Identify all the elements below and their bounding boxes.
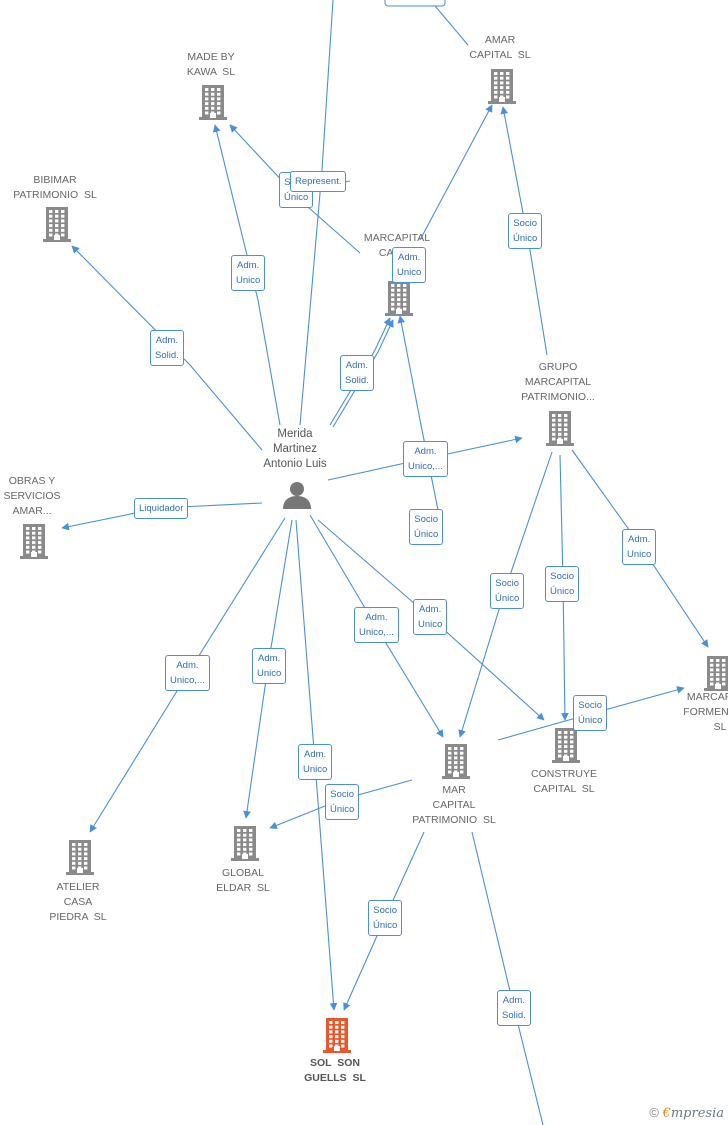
edge-line (429, 0, 469, 46)
edge-line (500, 106, 548, 356)
company-name[interactable]: GRUPO MARCAPITAL PATRIMONIO... (521, 361, 595, 403)
relation-badge[interactable]: Adm. Solid. (340, 355, 374, 391)
building-icon[interactable] (546, 410, 574, 446)
relation-badge[interactable]: Adm. Unico (392, 247, 427, 283)
person-icon[interactable] (282, 480, 312, 510)
relation-badge[interactable]: Adm. Solid. (497, 990, 531, 1026)
company-name[interactable]: SOL SON GUELLS SL (304, 1057, 366, 1084)
relation-badge[interactable]: Adm. Unico (252, 648, 287, 684)
edge-line (329, 317, 391, 426)
edge-line (71, 245, 263, 451)
relation-badge[interactable]: Adm. Unico,... (354, 607, 399, 643)
building-icon[interactable] (552, 727, 580, 763)
edge-line (299, 0, 334, 426)
company-name[interactable]: OBRAS Y SERVICIOS AMAR... (3, 475, 61, 517)
person-name[interactable]: Merida Martinez Antonio Luis (263, 428, 327, 470)
company-name[interactable]: AMAR CAPITAL SL (469, 34, 531, 61)
building-icon[interactable] (66, 839, 94, 875)
brand-rest: mpresia (670, 1106, 724, 1121)
brand-initial: € (662, 1106, 671, 1121)
building-icon[interactable] (488, 68, 516, 104)
building-icon[interactable] (704, 655, 728, 691)
edge-line (212, 124, 281, 426)
company-name[interactable]: MAR CAPITAL PATRIMONIO SL (412, 784, 496, 826)
relation-badge[interactable]: Socio Único (573, 695, 608, 731)
building-icon[interactable] (43, 206, 71, 242)
edge-line (332, 319, 394, 428)
company-name[interactable]: ATELIER CASA PIEDRA SL (49, 881, 107, 923)
building-icon[interactable] (323, 1017, 351, 1053)
relation-badge[interactable]: Adm. Unico (622, 529, 657, 565)
relation-badge[interactable]: Liquidador (134, 498, 189, 519)
edge-line (471, 831, 544, 1125)
relation-badge[interactable]: Adm. Unico (231, 255, 266, 291)
building-icon[interactable] (20, 523, 48, 559)
building-icon[interactable] (199, 84, 227, 120)
edge-line (419, 104, 493, 241)
relation-badge[interactable]: Socio Único (490, 573, 525, 609)
relation-badge[interactable]: Adm. Unico (413, 599, 448, 635)
offscreen-relation-badge (384, 0, 446, 7)
edge-layer (61, 0, 709, 1125)
relation-badge[interactable]: Adm. Unico (298, 744, 333, 780)
relation-badge[interactable]: Socio Único (409, 509, 444, 545)
building-icon[interactable] (231, 825, 259, 861)
relation-badge[interactable]: Socio Único (545, 566, 580, 602)
relation-badge[interactable]: Socio Único (325, 784, 360, 820)
company-name[interactable]: CONSTRUYE CAPITAL SL (531, 768, 597, 795)
relation-badge[interactable]: Adm. Unico,... (403, 441, 448, 477)
relation-badge[interactable]: Socio Único (508, 213, 543, 249)
company-name[interactable]: BIBIMAR PATRIMONIO SL (13, 174, 97, 201)
relation-badge[interactable]: Adm. Solid. (150, 330, 184, 366)
copyright-symbol: © (649, 1105, 659, 1120)
company-name[interactable]: GLOBAL ELDAR SL (216, 867, 270, 894)
company-name[interactable]: MADE BY KAWA SL (186, 51, 236, 78)
relation-badge[interactable]: Adm. Unico,... (165, 655, 210, 691)
company-name[interactable]: MARCAPITAL FORMENTERA SL (683, 691, 728, 733)
relation-badge[interactable]: Represent. (290, 171, 347, 192)
building-icon[interactable] (442, 743, 470, 779)
relation-badge[interactable]: Socio Único (368, 900, 403, 936)
building-icon[interactable] (385, 280, 413, 316)
empresia-watermark: © €mpresia (649, 1105, 724, 1121)
edge-line (397, 315, 441, 521)
